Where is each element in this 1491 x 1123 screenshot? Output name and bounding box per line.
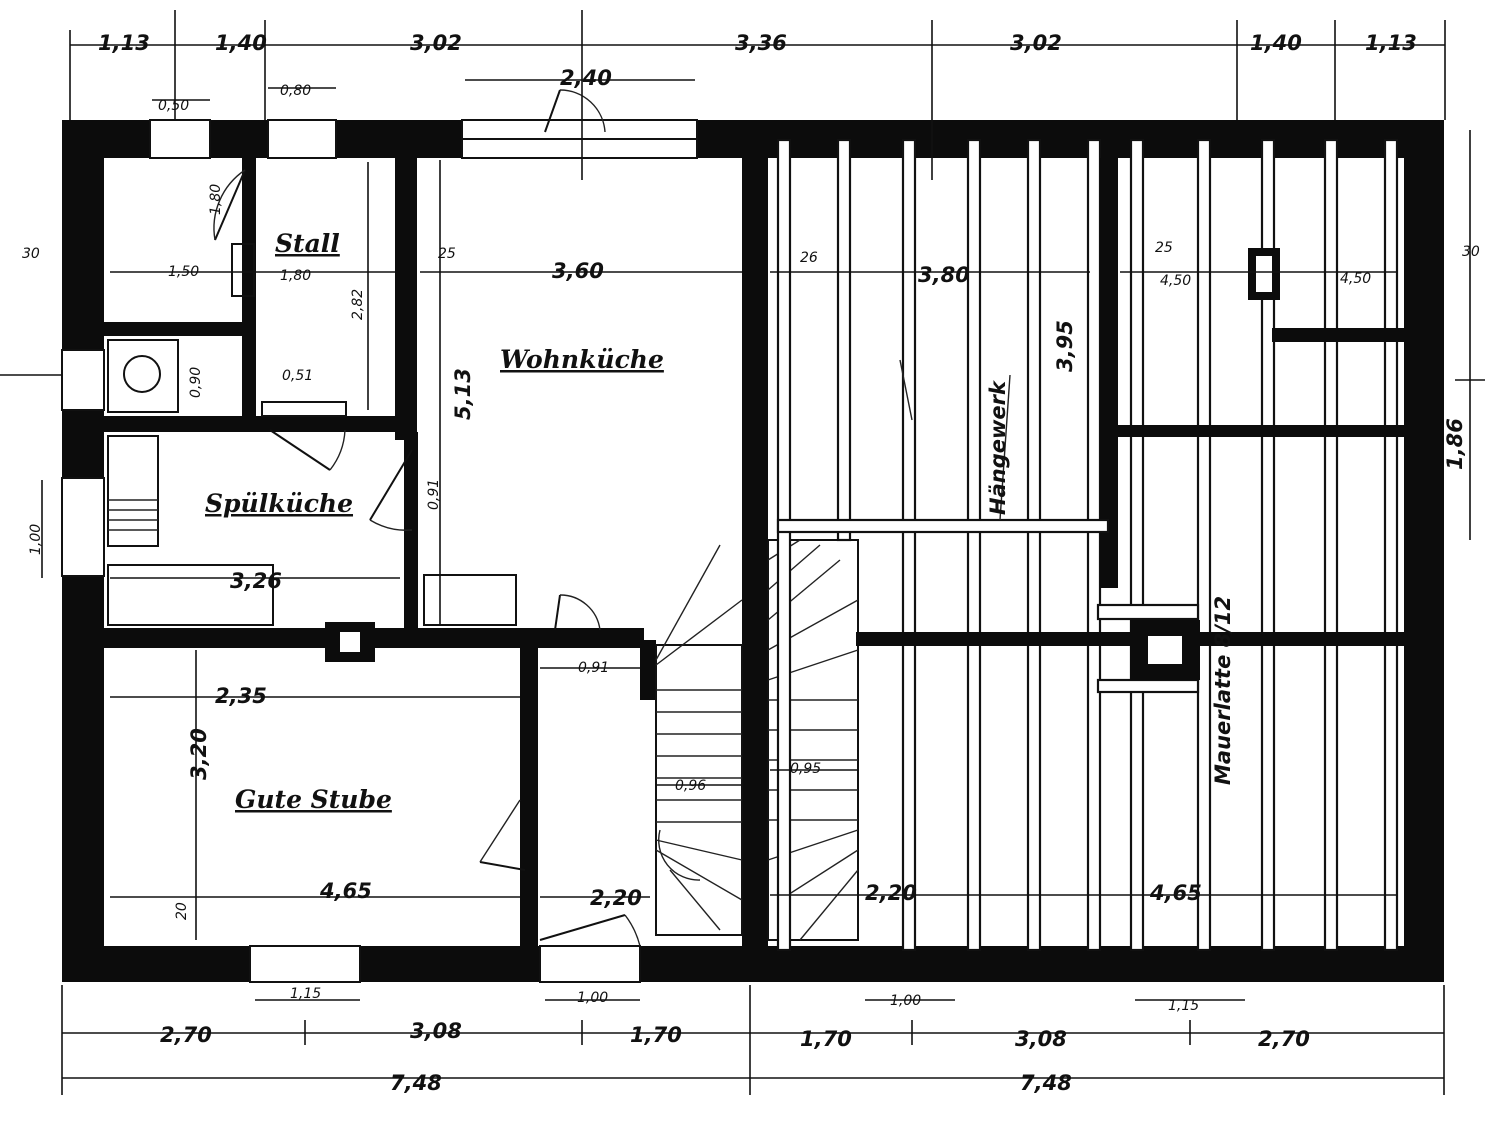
bottom-dim-2: 3,08: [410, 1019, 462, 1043]
room-gute-stube: Gute Stube: [235, 785, 392, 814]
dim-051: 0,51: [282, 368, 313, 384]
top-dimensions: 1,13 1,40 3,02 3,36 3,02 1,40 1,13 0,50 …: [98, 31, 1417, 114]
dim-220a: 2,20: [590, 886, 642, 910]
bottom-total-2: 7,48: [1020, 1071, 1072, 1095]
bottom-small-1: 1,15: [290, 986, 321, 1002]
dim-096: 0,96: [675, 778, 706, 794]
dim-100v: 1,00: [28, 524, 44, 555]
top-dim-240: 2,40: [560, 66, 612, 90]
dim-326: 3,26: [230, 569, 282, 593]
bottom-dim-5: 3,08: [1015, 1027, 1067, 1051]
dim-465b: 4,65: [1149, 881, 1202, 905]
dim-26: 26: [800, 250, 818, 266]
dim-450a: 4,50: [1160, 273, 1191, 289]
dim-450b: 4,50: [1340, 271, 1371, 287]
dimension-lines: [0, 10, 1485, 1095]
door-swings: [213, 89, 641, 947]
dim-180a: 1,80: [280, 268, 311, 284]
bottom-dim-3: 1,70: [630, 1023, 682, 1047]
dim-220b: 2,20: [865, 881, 917, 905]
interior-walls: [104, 150, 768, 950]
roof-beams: [776, 138, 1404, 952]
dim-380: 3,80: [918, 263, 970, 287]
dim-091b: 0,91: [578, 660, 609, 676]
label-mauerlatte: Mauerlatte 8/12: [1211, 596, 1235, 785]
dim-30a: 30: [22, 246, 40, 262]
top-dim-4: 3,36: [735, 31, 787, 55]
dim-282: 2,82: [350, 289, 366, 320]
bottom-small-3: 1,00: [890, 993, 921, 1009]
dim-30b: 30: [1462, 244, 1480, 260]
bottom-small-4: 1,15: [1168, 998, 1199, 1014]
room-labels: Stall Wohnküche Spülküche Gute Stube Hän…: [205, 229, 1235, 814]
dim-186: 1,86: [1443, 418, 1467, 470]
top-dim-2: 1,40: [215, 31, 267, 55]
dim-150: 1,50: [168, 264, 199, 280]
dim-180b: 1,80: [208, 184, 224, 215]
top-dim-1: 1,13: [98, 31, 150, 55]
label-hangewerk: Hängewerk: [986, 379, 1010, 515]
staircase: [655, 544, 743, 936]
top-dim-080: 0,80: [280, 83, 311, 99]
room-wohnkueche: Wohnküche: [500, 345, 664, 374]
top-dim-050: 0,50: [158, 98, 189, 114]
room-spuelkueche: Spülküche: [205, 489, 353, 518]
dim-20: 20: [174, 902, 190, 920]
dim-091a: 0,91: [426, 479, 442, 510]
dim-360: 3,60: [552, 259, 604, 283]
dim-235: 2,35: [215, 684, 267, 708]
top-dim-3: 3,02: [410, 31, 462, 55]
dim-513: 5,13: [451, 368, 475, 420]
bottom-dimensions: 1,15 1,00 1,00 1,15 2,70 3,08 1,70 1,70 …: [160, 986, 1310, 1095]
windows: [61, 119, 698, 983]
bottom-dim-4: 1,70: [800, 1027, 852, 1051]
bottom-small-2: 1,00: [577, 990, 608, 1006]
dim-090: 0,90: [188, 367, 204, 398]
room-stall: Stall: [275, 229, 340, 258]
inner-dimensions: 1,50 1,80 1,80 2,82 0,51 0,90 25 3,60 5,…: [22, 184, 1480, 920]
bottom-dim-6: 2,70: [1258, 1027, 1310, 1051]
dim-25b: 25: [1155, 240, 1173, 256]
dim-320: 3,20: [187, 728, 211, 780]
dim-395: 3,95: [1053, 320, 1077, 372]
dim-25a: 25: [438, 246, 456, 262]
top-dim-6: 1,40: [1250, 31, 1302, 55]
bottom-total-1: 7,48: [390, 1071, 442, 1095]
bottom-dim-1: 2,70: [160, 1023, 212, 1047]
top-dim-7: 1,13: [1365, 31, 1417, 55]
dim-095: 0,95: [790, 761, 821, 777]
dim-465a: 4,65: [319, 879, 372, 903]
top-dim-5: 3,02: [1010, 31, 1062, 55]
fixtures: [107, 243, 517, 626]
